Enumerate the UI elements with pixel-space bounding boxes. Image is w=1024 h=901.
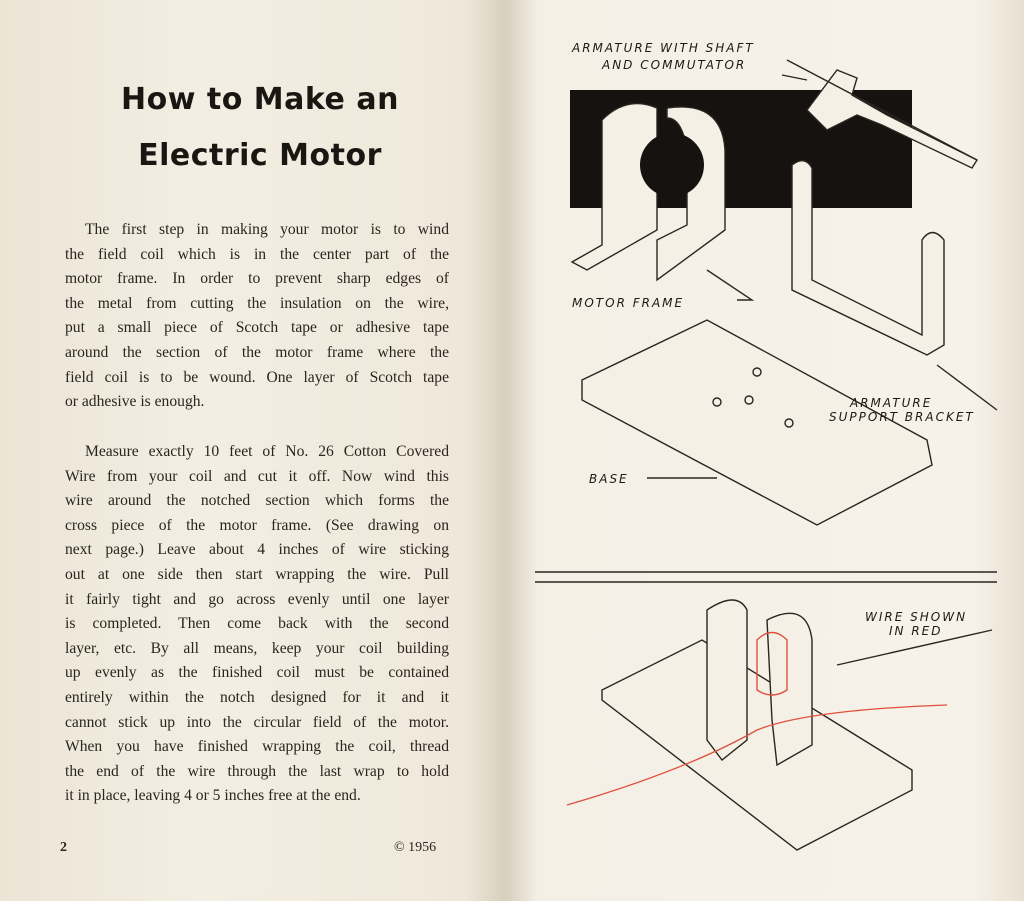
text-line: up evenly as the finished coil must be c… xyxy=(65,664,449,682)
text-line: out at one side then start wrapping the … xyxy=(65,565,449,583)
text-line: wire around the notched section which fo… xyxy=(65,492,449,510)
label-base: BASE xyxy=(589,472,629,486)
paragraph-1: The first step in making your motor is t… xyxy=(65,218,449,415)
text-line: around the section of the motor frame wh… xyxy=(65,343,449,361)
armature-drawing xyxy=(786,59,979,169)
label-motor-frame: MOTOR FRAME xyxy=(572,296,685,310)
assembled-motor-drawing xyxy=(566,599,993,851)
text-line: When you have finished wrapping the coil… xyxy=(65,738,449,756)
text-line: Measure exactly 10 feet of No. 26 Cotton… xyxy=(85,443,449,460)
text-line: cannot stick up into the circular field … xyxy=(65,713,449,731)
text-line: Wire from your coil and cut it off. Now … xyxy=(65,467,449,485)
red-coil xyxy=(756,631,788,696)
text-line: the field coil which is in the center pa… xyxy=(65,245,449,263)
red-wire xyxy=(566,704,948,806)
text-line: motor frame. In order to prevent sharp e… xyxy=(65,270,449,288)
text-line: layer, etc. By all means, keep your coil… xyxy=(65,639,449,657)
label-armature-line-2: AND COMMUTATOR xyxy=(602,58,747,72)
text-line: entirely within the notch designed for i… xyxy=(65,688,449,706)
page-title-line-2: Electric Motor xyxy=(138,138,382,173)
motor-parts-illustration xyxy=(535,59,998,851)
copyright: © 1956 xyxy=(394,840,437,855)
label-bracket-line-1: ARMATURE xyxy=(850,396,933,410)
text-line: the metal from cutting the insulation on… xyxy=(65,294,449,312)
text-line: next page.) Leave about 4 inches of wire… xyxy=(65,541,449,559)
label-armature-line-1: ARMATURE WITH SHAFT xyxy=(572,41,755,55)
page-number: 2 xyxy=(60,840,67,855)
text-line: put a small piece of Scotch tape or adhe… xyxy=(65,319,449,337)
text-line: cross piece of the motor frame. (See dra… xyxy=(65,516,449,534)
label-bracket-line-2: SUPPORT BRACKET xyxy=(829,410,975,424)
arrow-armature xyxy=(781,74,808,81)
label-wire-line-2: IN RED xyxy=(889,624,943,638)
arrow-bracket xyxy=(936,364,998,411)
paragraph-2: Measure exactly 10 feet of No. 26 Cotton… xyxy=(65,440,449,809)
motor-frame-drawing xyxy=(570,102,726,282)
arrow-wire xyxy=(836,629,993,666)
label-wire-line-1: WIRE SHOWN xyxy=(865,610,968,624)
text-line: it in place, leaving 4 or 5 inches free … xyxy=(65,787,361,805)
text-line: is completed. Then come back with the se… xyxy=(65,615,449,633)
right-page: ARMATURE WITH SHAFT AND COMMUTATOR MOTOR… xyxy=(507,0,1024,901)
text-line: or adhesive is enough. xyxy=(65,393,205,411)
arrow-motor-frame xyxy=(706,269,755,301)
base-drawing xyxy=(581,319,933,526)
bracket-drawing xyxy=(791,160,945,356)
text-line: The first step in making your motor is t… xyxy=(85,221,449,238)
left-page: How to Make an Electric Motor The first … xyxy=(0,0,505,901)
text-line: it fairly tight and go across evenly unt… xyxy=(65,590,449,608)
page-title-line-1: How to Make an xyxy=(121,82,399,117)
text-line: field coil is to be wound. One layer of … xyxy=(65,368,449,386)
text-line: the end of the wire through the last wra… xyxy=(65,762,449,780)
